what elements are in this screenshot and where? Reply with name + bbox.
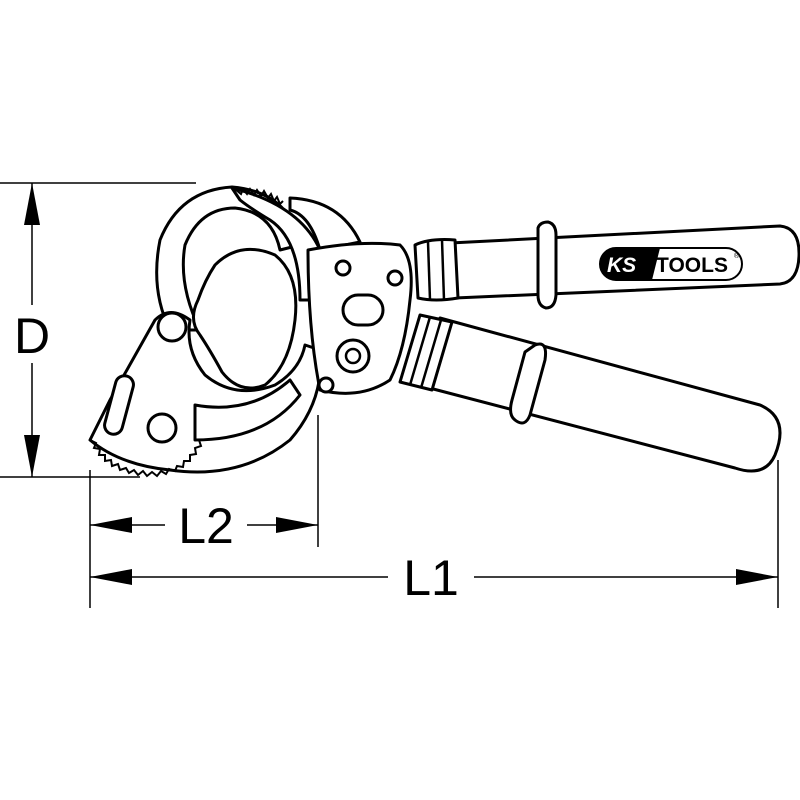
label-d: D (14, 308, 50, 364)
label-l2: L2 (178, 498, 234, 554)
arrow-right-icon (276, 517, 318, 533)
svg-text:KS: KS (607, 254, 636, 277)
cutter-head (88, 185, 413, 478)
dimension-l1: L1 (90, 460, 779, 608)
arrow-up-icon (24, 183, 40, 225)
dimension-d: D (0, 182, 196, 478)
svg-text:TOOLS: TOOLS (656, 254, 728, 277)
dimension-l2: L2 (89, 415, 319, 608)
ks-tools-logo: KS TOOLS ® (599, 247, 743, 281)
arrow-left-icon (90, 517, 132, 533)
arrow-down-icon (24, 435, 40, 477)
lower-handle (398, 313, 782, 473)
arrow-right-icon (736, 569, 778, 585)
label-l1: L1 (403, 550, 459, 606)
arrow-left-icon (90, 569, 132, 585)
svg-text:®: ® (734, 252, 740, 260)
